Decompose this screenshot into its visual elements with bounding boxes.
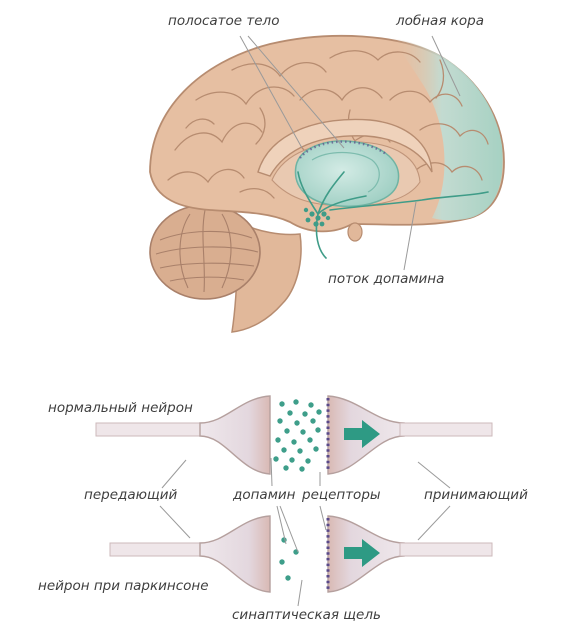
label-dopamine-flow: поток допамина [328,271,445,287]
transmitting-terminal-parkinson [199,515,271,593]
synapse-normal [95,395,493,475]
label-striatum: полосатое тело [168,13,280,29]
dopamine-neuron-cluster [303,207,331,227]
arrow-right-icon [344,539,380,567]
arrow-right-icon [344,420,380,448]
brain-leader-lines [239,35,461,271]
label-receptors: рецепторы [302,487,381,503]
label-dopamine: допамин [233,487,296,503]
transmitting-terminal-normal [199,395,271,475]
synapse-leader-lines [159,457,451,607]
striatum [294,140,400,208]
label-parkinson-neuron: нейрон при паркинсоне [38,578,209,594]
label-transmitting: передающий [84,487,178,503]
dopamine-dots-parkinson [279,537,299,581]
cerebellum [149,204,261,300]
corpus-callosum [257,118,433,177]
synapse-parkinson [109,515,493,593]
dopamine-dots-normal [273,399,322,472]
label-receiving: принимающий [424,487,528,503]
brain-illustration [149,34,505,333]
frontal-cortex-highlight [392,38,503,221]
label-synaptic-cleft: синаптическая щель [232,607,381,623]
label-frontal-cortex: лобная кора [396,13,484,29]
label-normal-neuron: нормальный нейрон [48,400,193,416]
